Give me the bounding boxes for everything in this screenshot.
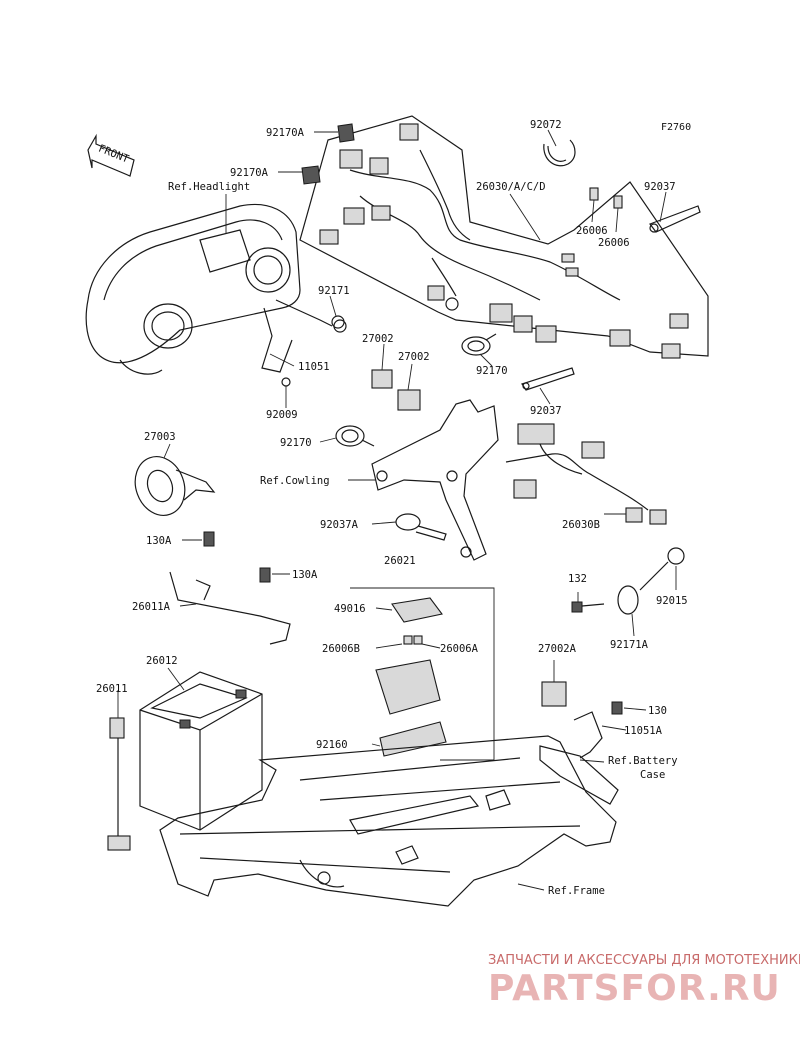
label-92160: 92160 — [316, 739, 348, 751]
label-130A: 130A — [146, 535, 172, 547]
sub-harness-26030B — [505, 423, 667, 525]
label-ref-cowling: Ref.Cowling — [260, 475, 330, 487]
relay-27002A — [541, 681, 567, 707]
label-26006A: 26006A — [440, 643, 479, 655]
front-arrow-icon: FRONT — [87, 133, 135, 177]
label-26021: 26021 — [384, 555, 416, 567]
relay-27002 — [371, 369, 421, 411]
label-26030: 26030/A/C/D — [476, 181, 546, 193]
label-92170: 92170 — [476, 365, 508, 377]
cowling-stay — [371, 399, 499, 561]
watermark: ЗАПЧАСТИ И АКСЕССУАРЫ ДЛЯ МОТОТЕХНИКИ PA… — [488, 953, 800, 1009]
label-27003: 27003 — [144, 431, 176, 443]
label-92015: 92015 — [656, 595, 688, 607]
label-92170A: 92170A — [266, 127, 305, 139]
label-26006B: 26006B — [322, 643, 360, 655]
figure-id: F2760 — [661, 122, 691, 133]
clamp-92170-top — [461, 333, 497, 356]
clip-92170A — [301, 123, 355, 185]
label-11051A: 11051A — [624, 725, 663, 737]
label-92037: 92037 — [644, 181, 676, 193]
label-132: 132 — [568, 573, 587, 585]
clamp-92171 — [331, 315, 345, 329]
label-11051: 11051 — [298, 361, 330, 373]
label-92072: 92072 — [530, 119, 562, 131]
label-26012: 26012 — [146, 655, 178, 667]
label-92171A: 92171A — [610, 639, 649, 651]
part-labels: 92170A 92170A 92072 26030/A/C/D 92037 26… — [96, 119, 688, 897]
label-26006: 26006 — [598, 237, 630, 249]
frame — [159, 735, 617, 907]
label-ref-frame: Ref.Frame — [548, 885, 605, 897]
cable-26011A — [169, 531, 291, 645]
label-26011: 26011 — [96, 683, 128, 695]
label-27002A: 27002A — [538, 643, 577, 655]
label-92171: 92171 — [318, 285, 350, 297]
label-26006: 26006 — [576, 225, 608, 237]
label-130A: 130A — [292, 569, 318, 581]
label-92170: 92170 — [280, 437, 312, 449]
label-26030B: 26030B — [562, 519, 600, 531]
label-26011A: 26011A — [132, 601, 171, 613]
label-ref-battery-case: Ref.Battery — [608, 755, 678, 767]
horn-27003 — [134, 456, 216, 516]
label-ref-battery-case-line2: Case — [640, 769, 665, 781]
main-harness — [299, 115, 709, 359]
bolt-132-group — [571, 547, 685, 615]
battery-26012 — [139, 671, 263, 831]
label-49016: 49016 — [334, 603, 366, 615]
bracket-92037 — [649, 205, 701, 233]
connectors-26006 — [589, 187, 623, 209]
watermark-logo: PARTSFOR.RU — [488, 968, 781, 1009]
bracket-92037-lower — [521, 367, 575, 391]
label-27002: 27002 — [398, 351, 430, 363]
leader-lines — [117, 129, 677, 891]
clamp-92170-mid — [335, 425, 375, 447]
label-92009: 92009 — [266, 409, 298, 421]
clamp-92037A — [395, 513, 447, 541]
label-130: 130 — [648, 705, 667, 717]
band-92072 — [543, 139, 576, 167]
cable-26011 — [107, 717, 131, 851]
bracket-11051A — [539, 701, 623, 805]
junction-box-26021 — [350, 587, 495, 761]
headlight-assembly — [85, 203, 347, 387]
label-27002: 27002 — [362, 333, 394, 345]
label-92170A: 92170A — [230, 167, 269, 179]
label-92037: 92037 — [530, 405, 562, 417]
label-ref-headlight: Ref.Headlight — [168, 181, 250, 193]
front-label: FRONT — [97, 143, 131, 166]
watermark-tagline: ЗАПЧАСТИ И АКСЕССУАРЫ ДЛЯ МОТОТЕХНИКИ — [488, 953, 800, 968]
label-92037A: 92037A — [320, 519, 359, 531]
